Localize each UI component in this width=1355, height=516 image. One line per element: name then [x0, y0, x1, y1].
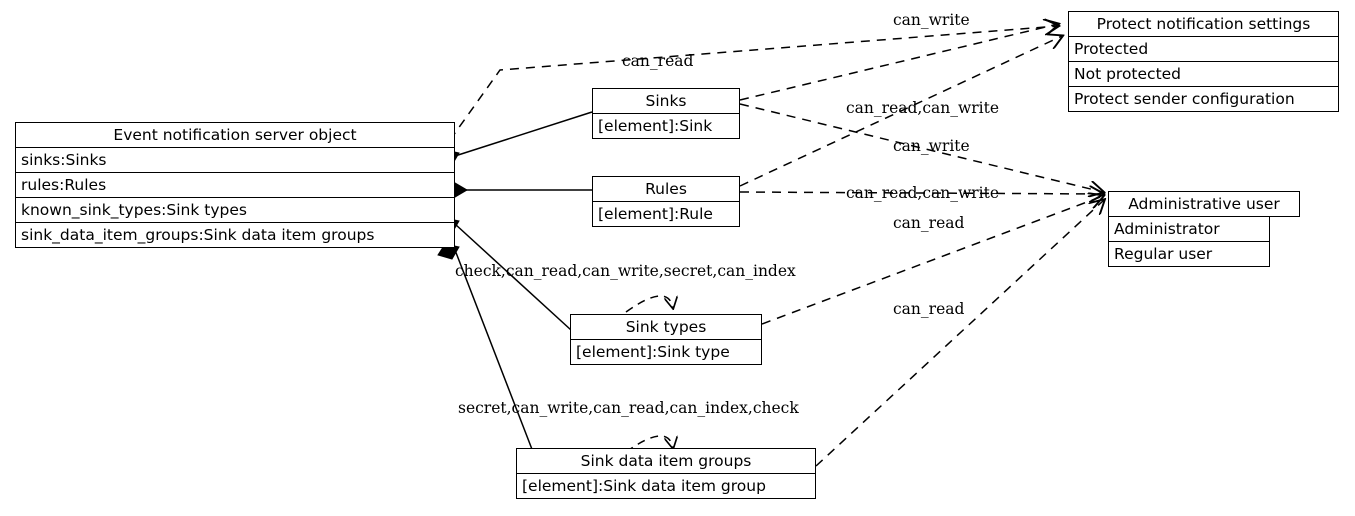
enum-value-protected: Protected: [1069, 36, 1338, 61]
class-box-event-notification-server-object[interactable]: Event notification server object sinks:S…: [15, 122, 455, 248]
edge-label-sink-types-self: check,can_read,can_write,secret,can_inde…: [455, 262, 796, 280]
class-header-protect-notification-settings: Protect notification settings: [1096, 15, 1311, 33]
edge-label-groups-self: secret,can_write,can_read,can_index,chec…: [458, 399, 799, 417]
class-box-sink-data-item-groups[interactable]: Sink data item groups [element]:Sink dat…: [516, 448, 816, 499]
class-header-administrative-user: Administrative user: [1108, 191, 1300, 217]
class-header-sink-data-item-groups: Sink data item groups: [580, 452, 752, 470]
class-box-sinks[interactable]: Sinks [element]:Sink: [592, 88, 740, 139]
edge-label-can-write-top: can_write: [893, 11, 970, 29]
class-header-rules: Rules: [645, 180, 687, 198]
edge-label-can-read-top: can_read: [622, 52, 694, 70]
class-header-sink-types: Sink types: [625, 318, 707, 336]
class-attribute-sink-types-element: [element]:Sink type: [571, 339, 761, 364]
class-attribute-sink-data-item-groups-element: [element]:Sink data item group: [517, 473, 815, 498]
class-header-server: Event notification server object: [113, 126, 357, 144]
class-attribute-known-sink-types: known_sink_types:Sink types: [16, 197, 454, 222]
class-attribute-sink-data-item-groups: sink_data_item_groups:Sink data item gro…: [16, 222, 454, 247]
class-header-sinks: Sinks: [645, 92, 687, 110]
class-attribute-rules: rules:Rules: [16, 172, 454, 197]
class-attribute-sinks-element: [element]:Sink: [593, 113, 739, 138]
edge-label-sinks-to-admin: can_read,can_write: [846, 99, 1000, 117]
edge-label-rules-to-admin: can_read,can_write: [846, 184, 1000, 202]
edge-label-groups-can-read: can_read: [893, 300, 965, 318]
enum-value-not-protected: Not protected: [1069, 61, 1338, 86]
enum-value-administrator: Administrator: [1108, 217, 1270, 242]
class-attribute-rules-element: [element]:Rule: [593, 201, 739, 226]
enum-value-regular-user: Regular user: [1108, 242, 1270, 267]
enum-value-protect-sender-configuration: Protect sender configuration: [1069, 86, 1338, 111]
class-attribute-sinks: sinks:Sinks: [16, 147, 454, 172]
class-box-rules[interactable]: Rules [element]:Rule: [592, 176, 740, 227]
class-box-sink-types[interactable]: Sink types [element]:Sink type: [570, 314, 762, 365]
edge-label-sink-types-can-read: can_read: [893, 214, 965, 232]
edge-label-rules-can-write: can_write: [893, 137, 970, 155]
class-box-protect-notification-settings[interactable]: Protect notification settings Protected …: [1068, 11, 1339, 112]
class-box-administrative-user[interactable]: Administrative user Administrator Regula…: [1108, 191, 1300, 267]
